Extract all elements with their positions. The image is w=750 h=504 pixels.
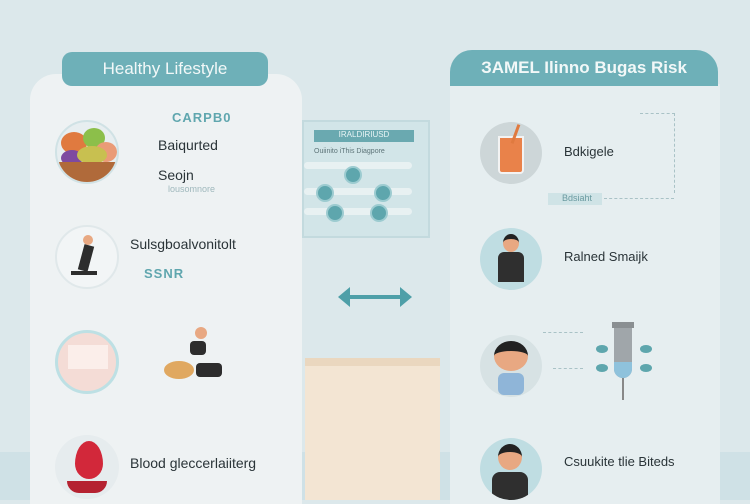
bed-icon	[55, 330, 119, 394]
left-tag: CARPB0	[172, 110, 232, 125]
juice-glass-icon	[480, 122, 542, 184]
csuukite-label: Csuukite tlie Biteds	[564, 454, 675, 469]
healthy-lifestyle-header: Healthy Lifestyle	[62, 52, 268, 86]
diagram-node-icon	[370, 204, 388, 222]
running-person-icon	[55, 225, 119, 289]
diagram-node-icon	[344, 166, 362, 184]
test-tube-icon	[612, 322, 634, 402]
diagram-node-icon	[326, 204, 344, 222]
person-icon	[480, 228, 542, 290]
child-icon	[480, 335, 542, 397]
dot-icon	[596, 364, 608, 372]
double-arrow-icon	[338, 287, 412, 307]
beige-box	[305, 358, 440, 500]
sulsgboal-label: Sulsgboalvonitolt	[130, 236, 236, 252]
diabetes-risk-header: ЗАМEL Ilinno Bugas Risk	[450, 50, 718, 86]
seojn-label: Seojn	[158, 167, 194, 183]
blood-glucose-label: Blood gleccerlaiiterg	[130, 455, 257, 471]
dot-icon	[640, 364, 652, 372]
diagram-node-icon	[374, 184, 392, 202]
person-icon	[480, 438, 542, 500]
diagram-node-icon	[316, 184, 334, 202]
bdkigele-label: Bdkigele	[564, 144, 614, 159]
seojn-sub: lousomnore	[168, 184, 216, 194]
card-title: IRALDIRIUSD	[314, 130, 414, 142]
card-subtitle: Ouiinito iThis Diagpore	[314, 148, 385, 155]
ralned-label: Ralned Smaijk	[564, 249, 648, 264]
food-bowl-icon	[55, 120, 119, 184]
dot-icon	[596, 345, 608, 353]
baiqurted-label: Baiqurted	[158, 137, 218, 153]
diagram-card: IRALDIRIUSD Ouiinito iThis Diagpore	[302, 120, 430, 238]
ssnr-tag: SSNR	[144, 266, 185, 281]
dot-icon	[640, 345, 652, 353]
bdsiaht-tag: Bdsiaht	[548, 193, 602, 205]
blood-drop-icon	[55, 435, 119, 499]
exercise-illustration	[150, 325, 240, 385]
